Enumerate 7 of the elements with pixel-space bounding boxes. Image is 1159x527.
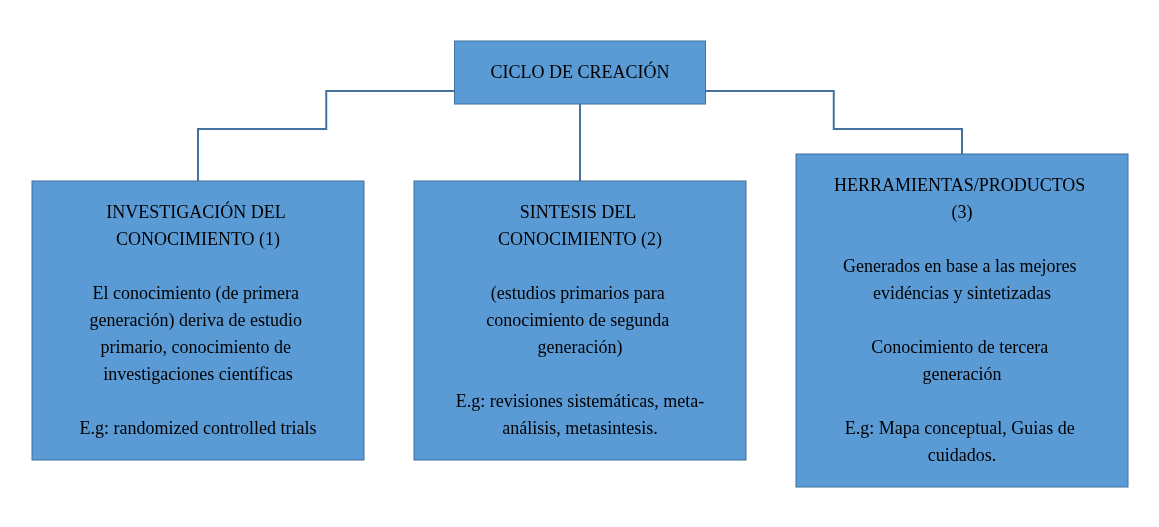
node-box: HERRAMIENTAS/PRODUCTOS (3) Generados en base a las mejores evidéncias y sintetizadas Conocimiento de tercera generación E.g: Mapa conceptual, Guias de cuidados. — [795, 153, 1128, 487]
connector — [578, 102, 581, 182]
node-box: CICLO DE CREACIÓN — [453, 40, 706, 104]
connector — [704, 89, 963, 155]
connector — [196, 89, 455, 182]
node-box: SINTESIS DEL CONOCIMIENTO (2) (estudios primarios para conocimiento de segunda generación) E.g: revisiones sistemáticas, meta-análisis, metasintesis. — [413, 180, 746, 460]
node-box: INVESTIGACIÓN DEL CONOCIMIENTO (1) El conocimiento (de primera generación) deriva de estudio primario, conocimiento de investigaciones científicas E.g: randomized controlled trials — [31, 180, 364, 460]
